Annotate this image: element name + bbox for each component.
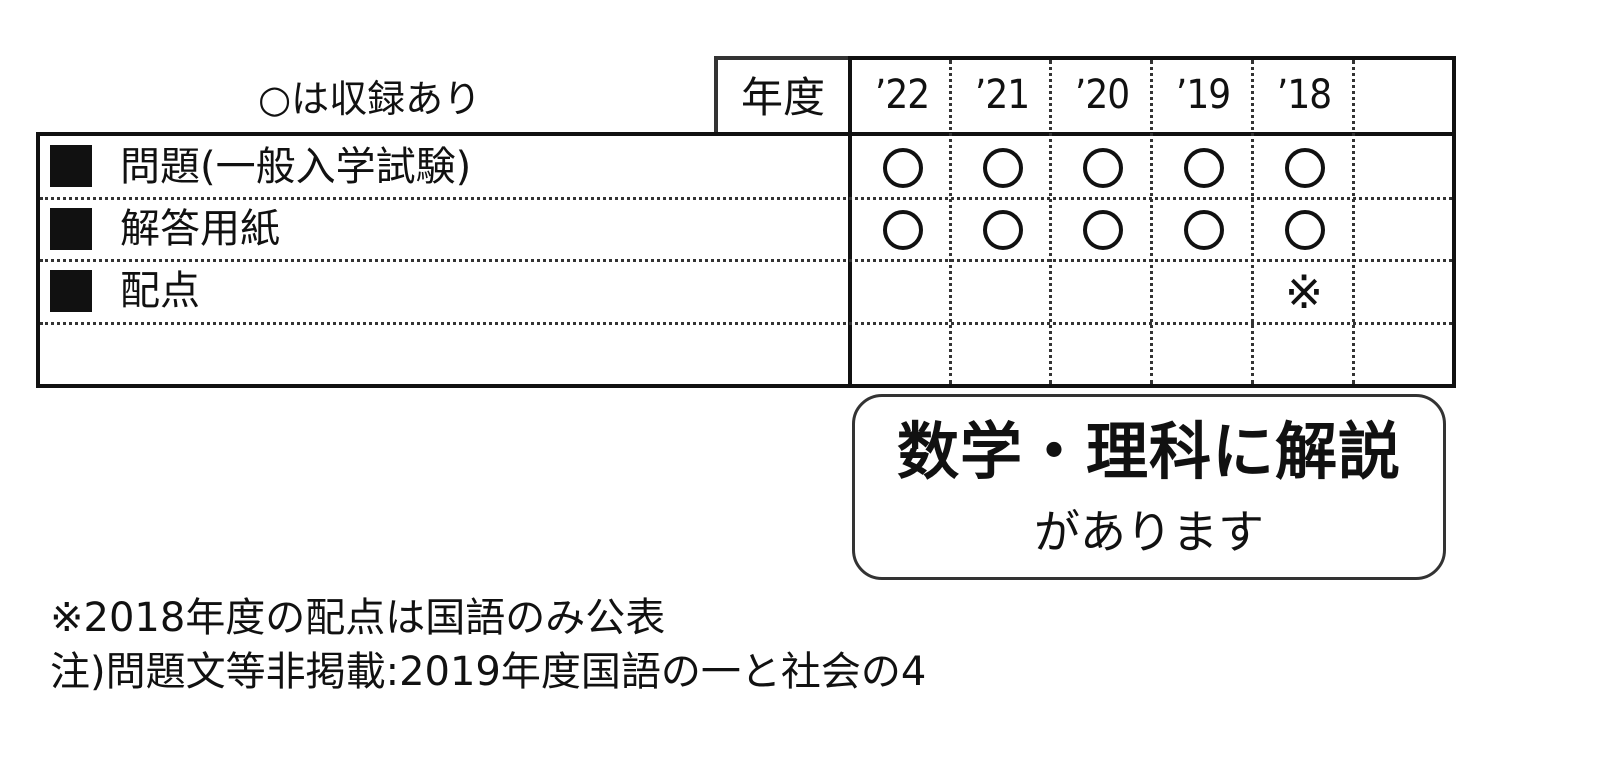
included-circle-mark xyxy=(883,148,923,188)
included-circle-mark xyxy=(1083,148,1123,188)
year-header-2018: ’18 xyxy=(1276,72,1332,118)
included-circle-mark xyxy=(1285,210,1325,250)
year-label-box: 年度 xyxy=(714,56,852,136)
row-separator xyxy=(40,197,1452,200)
year-header-2021: ’21 xyxy=(974,72,1030,118)
included-circle-mark xyxy=(983,210,1023,250)
year-header-2020: ’20 xyxy=(1074,72,1130,118)
commentary-note-subtitle: があります xyxy=(1034,505,1264,559)
column-separator xyxy=(949,60,952,384)
included-circle-mark xyxy=(1184,148,1224,188)
year-label-text: 年度 xyxy=(740,73,825,122)
legend-text: ○は収録あり xyxy=(258,74,481,124)
row-label-answer-sheet: 解答用紙 xyxy=(120,206,280,252)
row-label-scoring: 配点 xyxy=(120,268,200,314)
commentary-note-title: 数学・理科に解説 xyxy=(896,415,1401,488)
footnote-ref-mark: ※ xyxy=(1284,265,1324,319)
included-circle-mark xyxy=(1285,148,1325,188)
included-circle-mark xyxy=(1083,210,1123,250)
included-circle-mark xyxy=(1184,210,1224,250)
year-header-2022: ’22 xyxy=(874,72,930,118)
row-bullet-square xyxy=(50,270,92,312)
included-circle-mark xyxy=(983,148,1023,188)
column-separator xyxy=(1251,60,1254,384)
commentary-note-box xyxy=(852,394,1446,580)
row-bullet-square xyxy=(50,145,92,187)
year-header-2019: ’19 xyxy=(1175,72,1231,118)
column-separator xyxy=(1352,60,1355,384)
row-separator xyxy=(40,259,1452,262)
column-separator xyxy=(1150,60,1153,384)
included-circle-mark xyxy=(883,210,923,250)
row-label-questions: 問題(一般入学試験) xyxy=(120,144,472,190)
footnote-omitted: 注)問題文等非掲載:2019年度国語の一と社会の4 xyxy=(50,649,927,695)
row-separator xyxy=(40,322,1452,325)
footnote-scoring: ※2018年度の配点は国語のみ公表 xyxy=(50,595,666,641)
legend-label: ○は収録あり xyxy=(258,77,482,121)
table-body-box xyxy=(36,132,1456,388)
row-bullet-square xyxy=(50,208,92,250)
column-separator xyxy=(1049,60,1052,384)
